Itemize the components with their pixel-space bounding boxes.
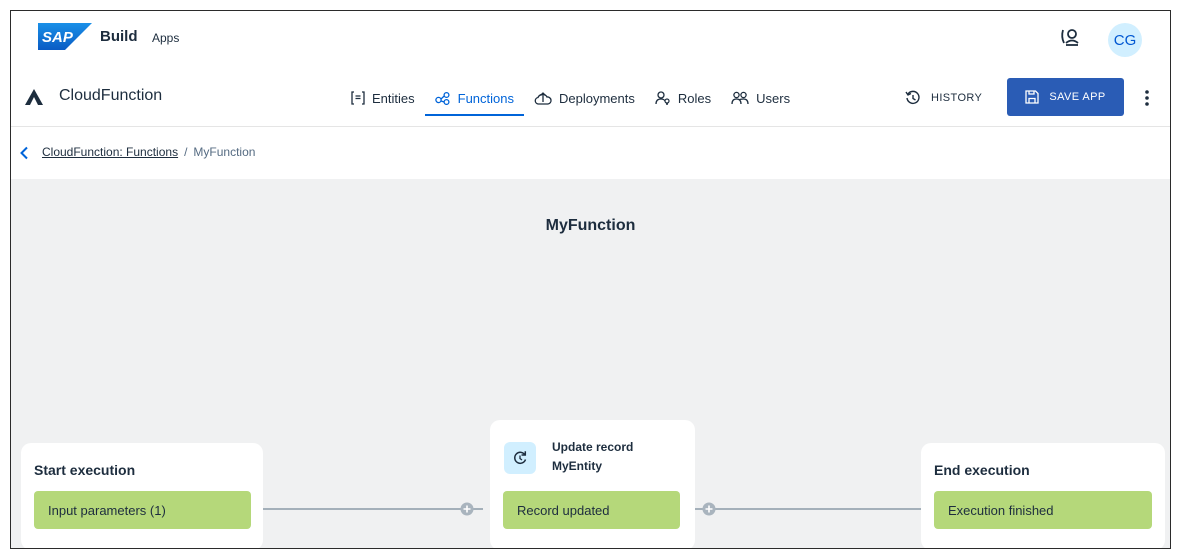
tab-functions-label: Functions <box>457 90 515 106</box>
tab-roles-label: Roles <box>677 90 712 106</box>
roles-icon <box>655 91 670 105</box>
functions-icon <box>434 91 450 105</box>
function-canvas[interactable]: MyFunction Start execution Input paramet… <box>11 179 1170 548</box>
breadcrumb-separator: / <box>184 145 188 159</box>
product-subtitle: Apps <box>152 31 180 45</box>
record-updated-output[interactable]: Record updated <box>503 491 680 529</box>
app-header: CloudFunction Entities Functions <box>11 69 1170 127</box>
refresh-icon <box>514 451 527 465</box>
execution-finished-output[interactable]: Execution finished <box>934 491 1152 529</box>
breadcrumb: CloudFunction: Functions / MyFunction <box>42 145 255 159</box>
tab-roles[interactable]: Roles <box>645 69 721 127</box>
save-app-label: SAVE APP <box>1049 91 1106 103</box>
history-label: HISTORY <box>931 92 983 104</box>
entities-icon <box>351 91 365 105</box>
app-window: SAP Build Apps CG CloudFunction Entities <box>10 10 1171 549</box>
update-node-title: Update record <box>552 440 634 454</box>
tab-functions[interactable]: Functions <box>424 69 525 127</box>
shell-bar: SAP Build Apps CG <box>11 11 1170 69</box>
save-app-button[interactable]: SAVE APP <box>1007 78 1124 116</box>
tab-users-label: Users <box>756 90 791 106</box>
tab-users[interactable]: Users <box>721 69 800 127</box>
breadcrumb-parent-link[interactable]: CloudFunction: Functions <box>42 145 179 159</box>
app-tabs: Entities Functions Deployments <box>341 69 800 127</box>
breadcrumb-bar: CloudFunction: Functions / MyFunction <box>11 127 1170 179</box>
input-parameters-output[interactable]: Input parameters (1) <box>34 491 251 529</box>
start-node-title: Start execution <box>34 462 136 478</box>
tab-entities[interactable]: Entities <box>341 69 425 127</box>
user-avatar[interactable]: CG <box>1108 23 1142 57</box>
breadcrumb-current: MyFunction <box>193 145 256 159</box>
users-icon <box>731 91 749 105</box>
deployments-icon <box>534 92 552 105</box>
app-name: CloudFunction <box>59 87 163 104</box>
help-assistant-icon[interactable] <box>1058 25 1082 49</box>
end-node-title: End execution <box>934 462 1030 478</box>
tab-entities-label: Entities <box>372 90 415 106</box>
product-name: Build <box>100 28 138 45</box>
more-options-icon[interactable] <box>1141 86 1153 110</box>
update-record-node[interactable]: Update record MyEntity Record updated <box>490 420 695 548</box>
back-chevron-icon[interactable] <box>19 146 31 160</box>
tab-deployments-label: Deployments <box>559 90 635 106</box>
start-execution-node[interactable]: Start execution Input parameters (1) <box>21 443 263 548</box>
end-execution-node[interactable]: End execution Execution finished <box>921 443 1165 548</box>
history-button[interactable]: HISTORY <box>905 86 982 110</box>
update-record-icon <box>504 442 536 474</box>
save-icon <box>1025 90 1040 104</box>
function-title: MyFunction <box>545 217 636 234</box>
history-icon <box>905 90 920 104</box>
sap-logo-text: SAP <box>42 29 74 46</box>
add-step-icon[interactable] <box>460 502 474 516</box>
tab-deployments[interactable]: Deployments <box>524 69 645 127</box>
app-logo-icon <box>25 89 43 105</box>
add-step-icon[interactable] <box>702 502 716 516</box>
sap-logo[interactable]: SAP <box>38 23 92 50</box>
update-node-entity: MyEntity <box>552 459 603 473</box>
